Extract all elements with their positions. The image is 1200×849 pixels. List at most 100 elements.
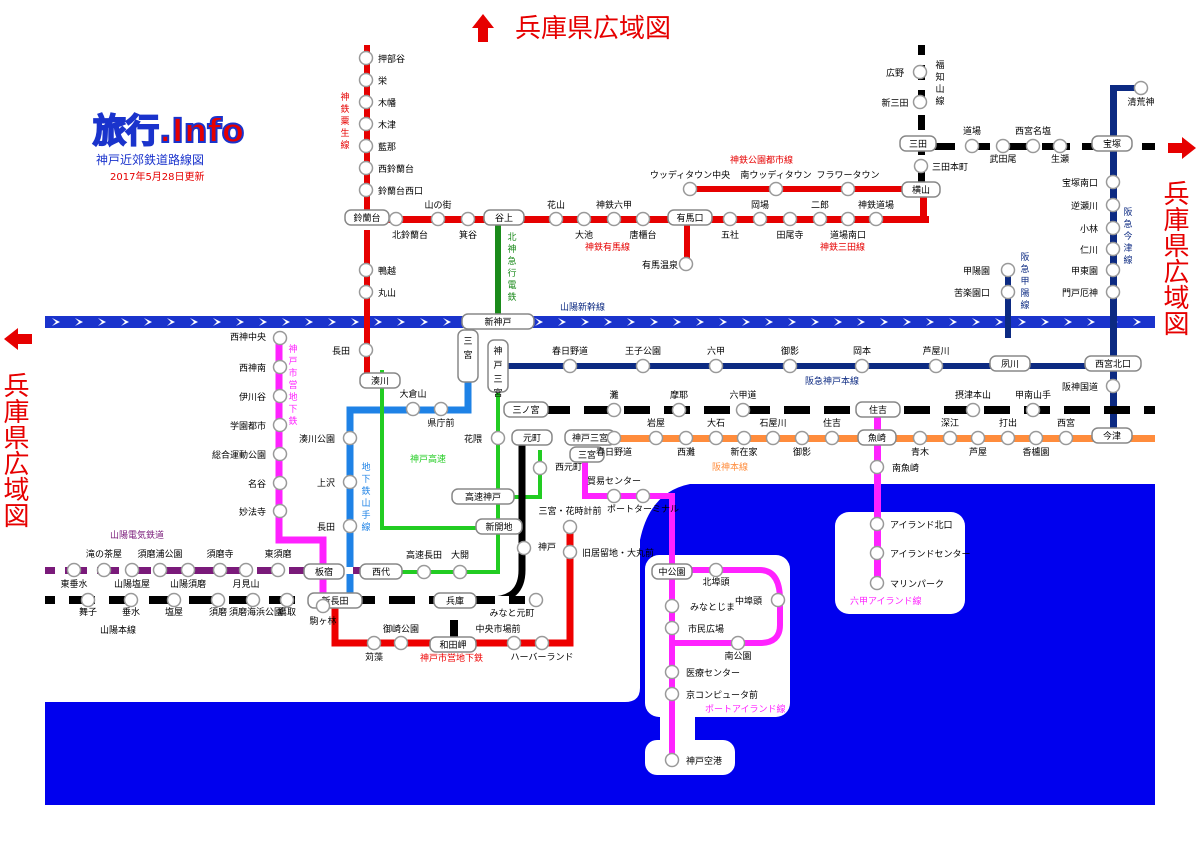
station-label-shinzaike[interactable]: 新在家 (730, 446, 757, 458)
station-label-boeki-center[interactable]: 貿易センター (587, 475, 641, 487)
station-label-island-center[interactable]: アイランドセンター (890, 549, 971, 560)
station-label-shinkaichi[interactable]: 新開地 (485, 521, 512, 533)
station-marker-harborland[interactable] (534, 635, 550, 651)
station-marker-minato-motomachi[interactable] (528, 592, 544, 608)
station-label-komagabayashi[interactable]: 駒ヶ林 (309, 615, 336, 627)
station-label-kurakuenguchi[interactable]: 苦楽園口 (954, 287, 990, 299)
station-label-konanyamate[interactable]: 甲南山手 (1015, 389, 1051, 401)
station-label-myohoji[interactable]: 妙法寺 (239, 506, 266, 518)
station-label-gakuen-toshi[interactable]: 学園都市 (230, 420, 266, 432)
station-label-kosoku-nagata[interactable]: 高速長田 (406, 549, 442, 561)
station-marker-seishin-minami[interactable] (272, 359, 288, 375)
station-marker-sakae[interactable] (358, 72, 374, 88)
station-marker-dojoba-minamiguchi[interactable] (840, 211, 856, 227)
station-label-suma[interactable]: 須磨 (209, 607, 227, 618)
station-label-kobe-sannomiya-hankyu-char[interactable]: 三 (493, 375, 502, 385)
station-label-nishimotomachi[interactable]: 西元町 (555, 462, 582, 473)
station-label-oshibedani[interactable]: 押部谷 (378, 53, 405, 65)
station-marker-settsumotoyama[interactable] (965, 402, 981, 418)
station-box-naka-koen[interactable] (651, 563, 693, 580)
station-label-takedao[interactable]: 武田尾 (989, 153, 1016, 165)
station-marker-rokko[interactable] (708, 358, 724, 374)
station-marker-shinzaike[interactable] (736, 430, 752, 446)
station-marker-fukae[interactable] (942, 430, 958, 446)
station-marker-maiko[interactable] (80, 592, 96, 608)
station-marker-naka-futo[interactable] (770, 592, 786, 608)
station-label-ikawadani[interactable]: 伊川谷 (239, 391, 266, 403)
station-label-uozaki[interactable]: 魚崎 (868, 432, 886, 444)
station-box-nishinomiya-kitaguchi[interactable] (1084, 355, 1142, 372)
station-marker-tashiro[interactable] (782, 211, 798, 227)
station-label-kamisawa[interactable]: 上沢 (317, 477, 335, 489)
station-marker-sumaura-koen-s[interactable] (245, 592, 261, 608)
station-box-sanda[interactable] (899, 135, 937, 152)
station-marker-shimin-hiroba[interactable] (664, 620, 680, 636)
station-box-kosoku-kobe[interactable] (451, 488, 515, 505)
station-label-wadamisaki[interactable]: 和田岬 (439, 640, 466, 651)
station-marker-oji-koen[interactable] (635, 358, 651, 374)
station-marker-sanyo-suma[interactable] (180, 562, 196, 578)
station-marker-nirou[interactable] (812, 211, 828, 227)
station-label-sogo-undo[interactable]: 総合運動公園 (212, 449, 266, 461)
station-label-okurayama[interactable]: 大倉山 (399, 388, 426, 400)
station-marker-dojo[interactable] (964, 138, 980, 154)
station-box-nishidai[interactable] (359, 563, 403, 580)
station-box-hyogo[interactable] (433, 592, 477, 609)
station-marker-hanayama[interactable] (548, 211, 564, 227)
station-label-minatogawa-koen[interactable]: 湊川公園 (299, 433, 335, 445)
station-label-koroen[interactable]: 香櫨園 (1022, 446, 1049, 458)
station-marker-okamoto[interactable] (854, 358, 870, 374)
station-marker-higashitarumi[interactable] (66, 562, 82, 578)
station-label-naka-futo[interactable]: 中埠頭 (735, 595, 762, 607)
station-marker-takedao[interactable] (995, 138, 1011, 154)
station-marker-komagabayashi[interactable] (315, 598, 331, 614)
station-marker-goshanomachi[interactable] (722, 211, 738, 227)
station-label-mikage-hs[interactable]: 御影 (793, 446, 811, 458)
station-marker-woody-chuo[interactable] (682, 181, 698, 197)
station-box-shinkobe[interactable] (461, 313, 535, 330)
station-label-arimaguchi[interactable]: 有馬口 (676, 212, 703, 224)
station-label-woody-chuo[interactable]: ウッディタウン中央 (650, 169, 730, 181)
station-marker-island-kitaguchi[interactable] (869, 516, 885, 532)
station-label-tarumi[interactable]: 垂水 (122, 606, 140, 618)
station-label-sanyo-suma[interactable]: 山陽須磨 (170, 579, 206, 590)
station-marker-nishinomiya[interactable] (1058, 430, 1074, 446)
station-marker-ashiyagawa-h[interactable] (928, 358, 944, 374)
station-marker-kasuganomichi-hs[interactable] (606, 430, 622, 446)
station-marker-kita-futo[interactable] (708, 562, 724, 578)
station-label-karasuharaa[interactable]: 鴨越 (378, 265, 396, 277)
station-label-oji-koen[interactable]: 王子公園 (625, 346, 661, 357)
station-label-takarazuka-minamiguchi[interactable]: 宝塚南口 (1062, 177, 1098, 189)
station-label-namaze[interactable]: 生瀬 (1051, 153, 1069, 165)
station-label-sumiyoshi[interactable]: 住吉 (869, 404, 887, 416)
station-marker-iryo-center[interactable] (664, 664, 680, 680)
station-marker-kenchomae[interactable] (433, 401, 449, 417)
station-label-kosoku-kobe[interactable]: 高速神戸 (465, 491, 501, 503)
station-marker-suzurandai-nishiguchi[interactable] (358, 182, 374, 198)
station-marker-nishimotomachi[interactable] (532, 460, 548, 476)
station-label-minatojima[interactable]: みなとじま (690, 602, 735, 613)
station-marker-nishinomiya-najio[interactable] (1025, 138, 1041, 154)
station-label-tsukimiyama[interactable]: 月見山 (232, 579, 259, 590)
station-box-uozaki[interactable] (857, 429, 897, 446)
station-box-motomachi[interactable] (511, 429, 553, 446)
station-marker-minatojima[interactable] (664, 598, 680, 614)
station-marker-taka-tori[interactable] (279, 592, 295, 608)
station-marker-minatogawa-koen[interactable] (342, 430, 358, 446)
station-label-sakasegawa[interactable]: 逆瀬川 (1071, 200, 1098, 212)
station-label-shioya[interactable]: 塩屋 (165, 606, 183, 618)
station-box-shukugawa[interactable] (989, 355, 1031, 372)
station-label-kitasuzurandai[interactable]: 北鈴蘭台 (392, 229, 428, 241)
station-marker-kitasuzurandai[interactable] (388, 211, 404, 227)
station-label-dojoba-minamiguchi[interactable]: 道場南口 (830, 229, 866, 241)
station-marker-takinochaya[interactable] (96, 562, 112, 578)
station-label-misaki-koen[interactable]: 御崎公園 (383, 623, 419, 635)
station-marker-misaki-koen[interactable] (393, 635, 409, 651)
station-marker-myohoji[interactable] (272, 503, 288, 519)
station-label-fukae[interactable]: 深江 (941, 418, 959, 429)
station-label-nishinomiya-najio[interactable]: 西宮名塩 (1015, 125, 1051, 137)
station-label-flower-town[interactable]: フラワータウン (816, 170, 879, 181)
station-marker-minotani[interactable] (460, 211, 476, 227)
station-label-sakae[interactable]: 栄 (378, 75, 387, 87)
station-label-minatogawa[interactable]: 湊川 (371, 375, 389, 387)
